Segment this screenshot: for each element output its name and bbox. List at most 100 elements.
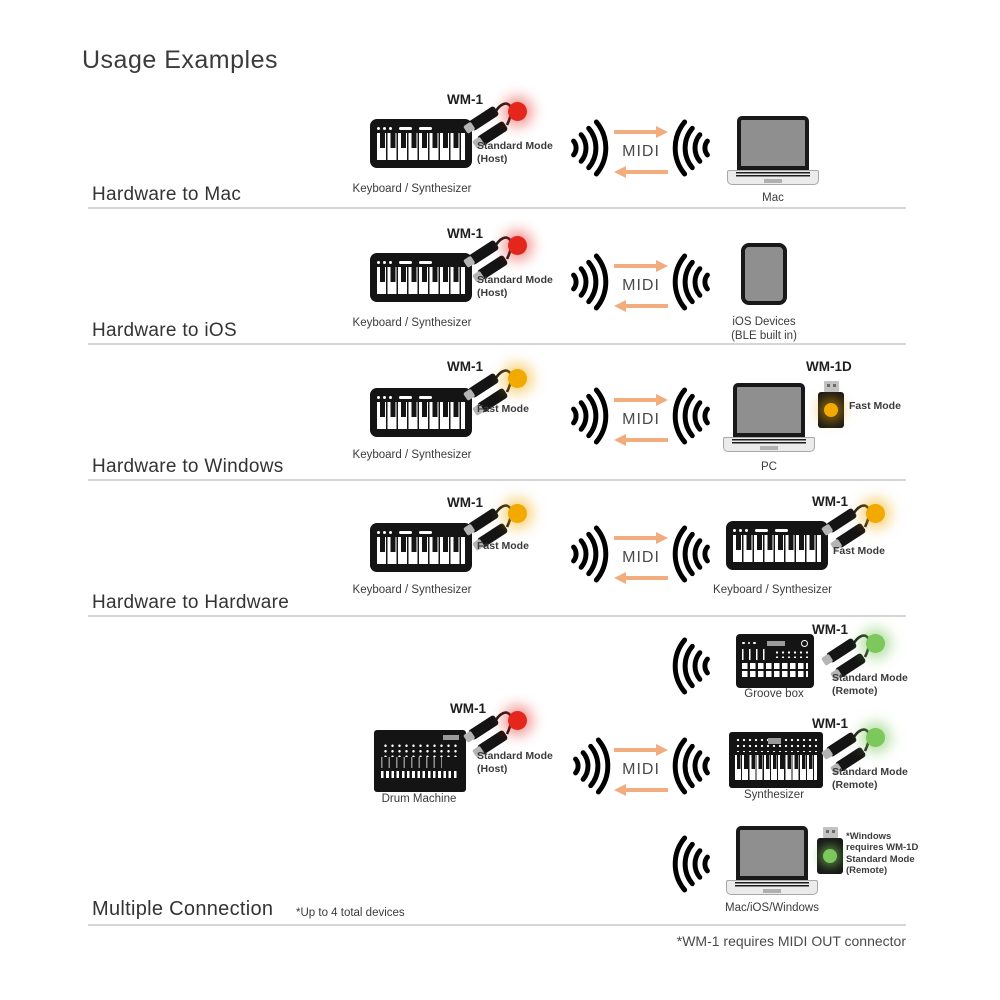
wm1-adapter-icon	[466, 102, 527, 150]
wm1d-dongle-icon	[817, 827, 843, 874]
mode-label: Standard Mode (Remote)	[832, 672, 908, 698]
groove-pads	[742, 662, 808, 669]
midi-arrows-icon	[614, 394, 668, 446]
dongle-body	[817, 838, 843, 874]
drum-pads	[381, 771, 459, 778]
led-indicator	[508, 369, 527, 388]
laptop-icon	[727, 116, 819, 185]
device-label: Mac/iOS/Windows	[725, 902, 819, 914]
keyboard-icon	[370, 523, 472, 572]
device-line: (BLE built in)	[731, 330, 797, 343]
keyboard-controls	[377, 124, 465, 133]
wm1-adapter-icon	[466, 236, 527, 284]
midi-link: MIDI	[612, 394, 670, 446]
mode-label: Standard Mode (Remote)	[832, 766, 908, 792]
wireless-waves-icon	[571, 525, 609, 583]
synth-keys	[735, 755, 817, 780]
keyboard-keys	[733, 535, 821, 562]
device-label: PC	[761, 461, 777, 473]
keyboard-icon	[370, 119, 472, 168]
usb-plug-icon	[822, 827, 838, 838]
laptop-screen	[737, 116, 809, 170]
led-indicator	[508, 504, 527, 523]
wireless-waves-icon	[672, 387, 710, 445]
device-label: Drum Machine	[381, 793, 457, 805]
midi-link: MIDI	[612, 260, 670, 312]
drum-buttons	[381, 742, 459, 757]
wireless-waves-icon	[573, 737, 611, 795]
led-indicator	[823, 849, 837, 863]
mode-line: Fast Mode	[849, 400, 901, 412]
section-label-hardware-to-hardware: Hardware to Hardware	[92, 592, 290, 613]
mode-line: (Remote)	[832, 778, 878, 791]
mode-line: Standard Mode	[477, 140, 553, 152]
midi-label: MIDI	[622, 549, 660, 566]
note-line: *Windows	[846, 831, 892, 842]
wm1-adapter-icon	[824, 728, 885, 776]
wm1-label: WM-1	[447, 226, 483, 241]
synthesizer-icon	[729, 732, 823, 788]
section-label-hardware-to-mac: Hardware to Mac	[92, 184, 242, 205]
wm1-label: WM-1	[812, 494, 848, 509]
mode-label: Standard Mode (Host)	[477, 140, 553, 166]
keyboard-keys	[377, 267, 465, 294]
led-indicator	[824, 403, 838, 417]
wireless-waves-icon	[571, 119, 609, 177]
laptop-base	[727, 170, 819, 185]
mode-line: Fast Mode	[477, 403, 529, 415]
mode-label: Standard Mode (Host)	[477, 274, 553, 300]
led-indicator	[508, 236, 527, 255]
mode-label: Fast Mode	[833, 545, 885, 558]
keyboard-controls	[377, 393, 465, 402]
adapter-cable	[852, 634, 871, 658]
wm1-label: WM-1	[447, 495, 483, 510]
mode-line: Standard Mode	[832, 766, 908, 778]
keyboard-keys	[377, 537, 465, 564]
device-label: Keyboard / Synthesizer	[713, 584, 832, 596]
laptop-screen	[736, 826, 808, 880]
keyboard-icon	[370, 253, 472, 302]
midi-label: MIDI	[622, 411, 660, 428]
windows-requirement-note: *Windows requires WM-1D Standard Mode (R…	[846, 831, 918, 877]
wm1-label: WM-1	[812, 716, 848, 731]
adapter-cable	[494, 504, 513, 528]
groove-box-icon	[736, 634, 814, 688]
keyboard-icon	[370, 388, 472, 437]
wireless-waves-icon	[672, 119, 710, 177]
groove-controls	[742, 639, 808, 647]
section-divider	[88, 207, 906, 209]
tablet-icon	[741, 243, 787, 305]
mode-line: Fast Mode	[477, 540, 529, 552]
wm1-label: WM-1	[450, 701, 486, 716]
dongle-body	[818, 392, 844, 428]
wm1d-dongle-icon	[818, 381, 844, 428]
mode-label: Fast Mode	[477, 540, 529, 553]
laptop-icon	[723, 383, 815, 452]
midi-link: MIDI	[612, 744, 670, 796]
midi-arrows-icon	[614, 260, 668, 312]
page-title: Usage Examples	[82, 46, 278, 74]
mode-label: Standard Mode (Host)	[477, 750, 553, 776]
device-label: Groove box	[744, 688, 804, 700]
device-label: Keyboard / Synthesizer	[352, 449, 472, 461]
led-indicator	[866, 634, 885, 653]
wireless-waves-icon	[672, 835, 710, 893]
section-label-hardware-to-windows: Hardware to Windows	[92, 456, 284, 477]
device-label: Mac	[762, 192, 784, 204]
wireless-waves-icon	[672, 525, 710, 583]
device-label: Keyboard / Synthesizer	[352, 183, 472, 195]
device-line: iOS Devices	[732, 316, 796, 328]
laptop-icon	[726, 826, 818, 895]
wm1-label: WM-1	[447, 359, 483, 374]
midi-label: MIDI	[622, 277, 660, 294]
mode-line: (Remote)	[832, 684, 878, 697]
midi-arrows-icon	[614, 744, 668, 796]
led-indicator	[508, 711, 527, 730]
wireless-waves-icon	[571, 253, 609, 311]
midi-arrows-icon	[614, 532, 668, 584]
led-indicator	[866, 728, 885, 747]
section-note: *Up to 4 total devices	[296, 907, 405, 919]
keyboard-controls	[377, 528, 465, 537]
section-divider	[88, 479, 906, 481]
section-divider	[88, 615, 906, 617]
